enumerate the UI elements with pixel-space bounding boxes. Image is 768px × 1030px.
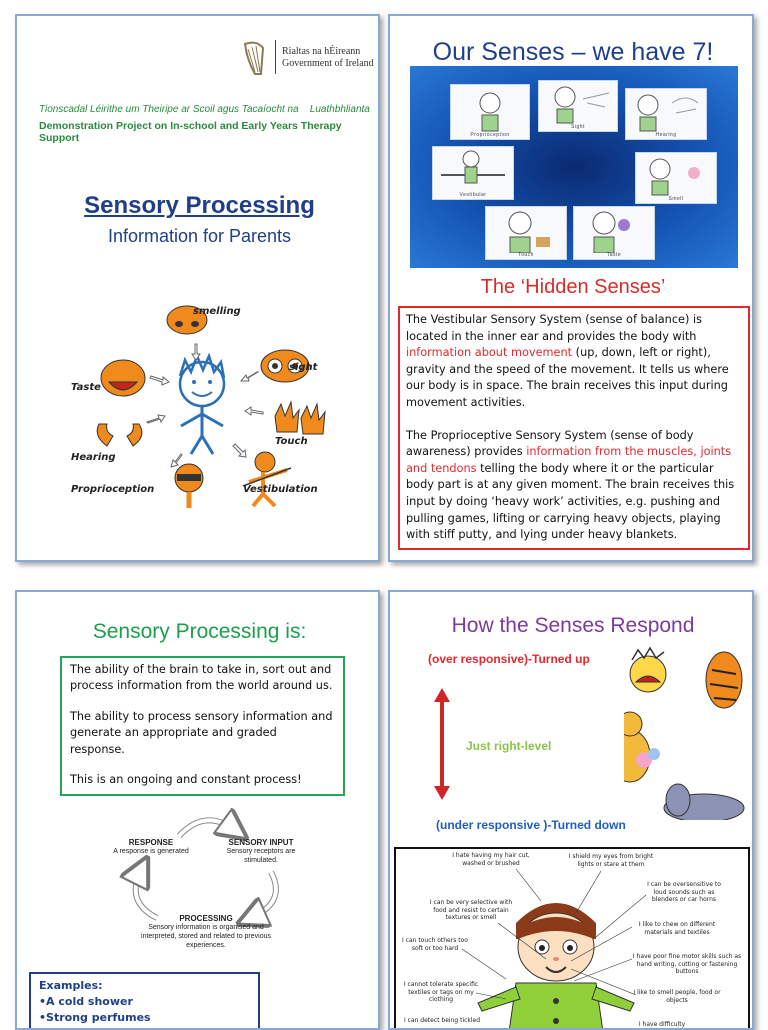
label-hearing: Hearing [71, 452, 116, 463]
label-smelling: smelling [193, 306, 241, 317]
example-item: •A cold shower [39, 995, 133, 1008]
example-item: •Strong perfumes [39, 1011, 151, 1024]
sensory-examples-box: I hate having my hair cut, washed or bru… [394, 847, 750, 1028]
senses-title: Our Senses – we have 7! [432, 38, 714, 66]
cover-panel: Rialtas na hÉireann Government of Irelan… [15, 14, 380, 562]
label-proprioception: Proprioception [71, 484, 155, 495]
double-arrow-icon [434, 688, 450, 800]
definition-point: The ability of the brain to take in, sor… [70, 663, 333, 693]
harp-logo-icon [243, 41, 265, 75]
gov-name-english: Government of Ireland [282, 58, 374, 69]
over-responsive-label: (over responsive)-Turned up [428, 652, 590, 666]
note-motor: I have poor fine motor skills such as ha… [632, 953, 742, 975]
sense-card-touch: Touch [485, 206, 567, 260]
cartoon-characters [624, 646, 745, 820]
page-title: Sensory Processing [84, 192, 315, 219]
note-sounds: I can be oversensitive to loud sounds su… [647, 881, 721, 903]
note-hair: I hate having my hair cut, washed or bru… [452, 852, 530, 867]
examples-box: Examples: •A cold shower •Strong perfume… [29, 972, 260, 1028]
note-tickled: I can detect being tickled [403, 1017, 481, 1024]
callout-lines [461, 868, 647, 1000]
sense-card-smell: Smell [635, 152, 717, 204]
label-touch: Touch [275, 436, 308, 447]
just-right-label: Just right-level [466, 739, 552, 753]
government-name: Rialtas na hÉireann Government of Irelan… [282, 46, 374, 70]
examples-heading: Examples: [39, 979, 103, 992]
hidden-senses-box: The Vestibular Sensory System (sense of … [398, 306, 750, 550]
note-touch: I can touch others too soft or too hard [402, 937, 468, 952]
senses-illustration: Proprioception Sight Hearing Vestibular … [410, 66, 738, 268]
sense-card-hearing: Hearing [625, 88, 707, 140]
proprioceptive-paragraph: The Proprioceptive Sensory System (sense… [406, 428, 735, 542]
definition-point: The ability to process sensory informati… [70, 709, 333, 756]
definition-panel: Sensory Processing is: The ability of th… [15, 590, 380, 1030]
irish-project-title: Tionscadal Léirithe um Theiripe ar Scoil… [39, 104, 370, 115]
senses-panel: Our Senses – we have 7! Proprioception S… [388, 14, 754, 562]
sense-card-sight: Sight [538, 80, 618, 132]
note-difficulty: I have difficulty [638, 1021, 686, 1028]
note-smell: I like to smell people, food or objects [633, 989, 721, 1004]
processing-cycle-diagram [101, 802, 279, 952]
sense-card-proprioception: Proprioception [450, 84, 530, 140]
sense-card-taste: Taste [573, 206, 655, 260]
response-title: How the Senses Respond [451, 614, 695, 637]
cycle-response: RESPONSE A response is generated [113, 838, 189, 855]
under-responsive-label: (under responsive )-Turned down [436, 818, 626, 832]
hidden-senses-title: The ‘Hidden Senses’ [480, 276, 666, 298]
vestibular-paragraph: The Vestibular Sensory System (sense of … [406, 313, 729, 409]
response-panel: How the Senses Respond (over responsive)… [388, 590, 754, 1030]
note-eyes: I shield my eyes from bright lights or s… [568, 853, 654, 868]
note-chew: I like to chew on different materials an… [638, 921, 716, 936]
child-illustration [477, 903, 635, 1028]
definition-title: Sensory Processing is: [92, 620, 307, 643]
note-food: I can be very selective with food and re… [429, 899, 513, 921]
note-textiles: I cannot tolerate specific textiles or t… [403, 981, 479, 1003]
definition-box: The ability of the brain to take in, sor… [60, 656, 345, 796]
cycle-sensory-input: SENSORY INPUT Sensory receptors are stim… [226, 838, 296, 864]
page-subtitle: Information for Parents [107, 226, 292, 246]
english-project-title: Demonstration Project on In-school and E… [39, 120, 342, 144]
definition-point: This is an ongoing and constant process! [70, 773, 302, 787]
label-taste: Taste [71, 382, 101, 393]
gov-name-irish: Rialtas na hÉireann [282, 46, 361, 57]
label-vestibulation: Vestibulation [243, 484, 318, 495]
cycle-processing: PROCESSING Sensory information is organi… [141, 914, 271, 949]
senses-cartoon-illustration [96, 305, 326, 508]
sense-card-vestibular: Vestibular [432, 146, 514, 200]
logo-divider [275, 40, 276, 74]
label-sight: sight [289, 362, 318, 373]
